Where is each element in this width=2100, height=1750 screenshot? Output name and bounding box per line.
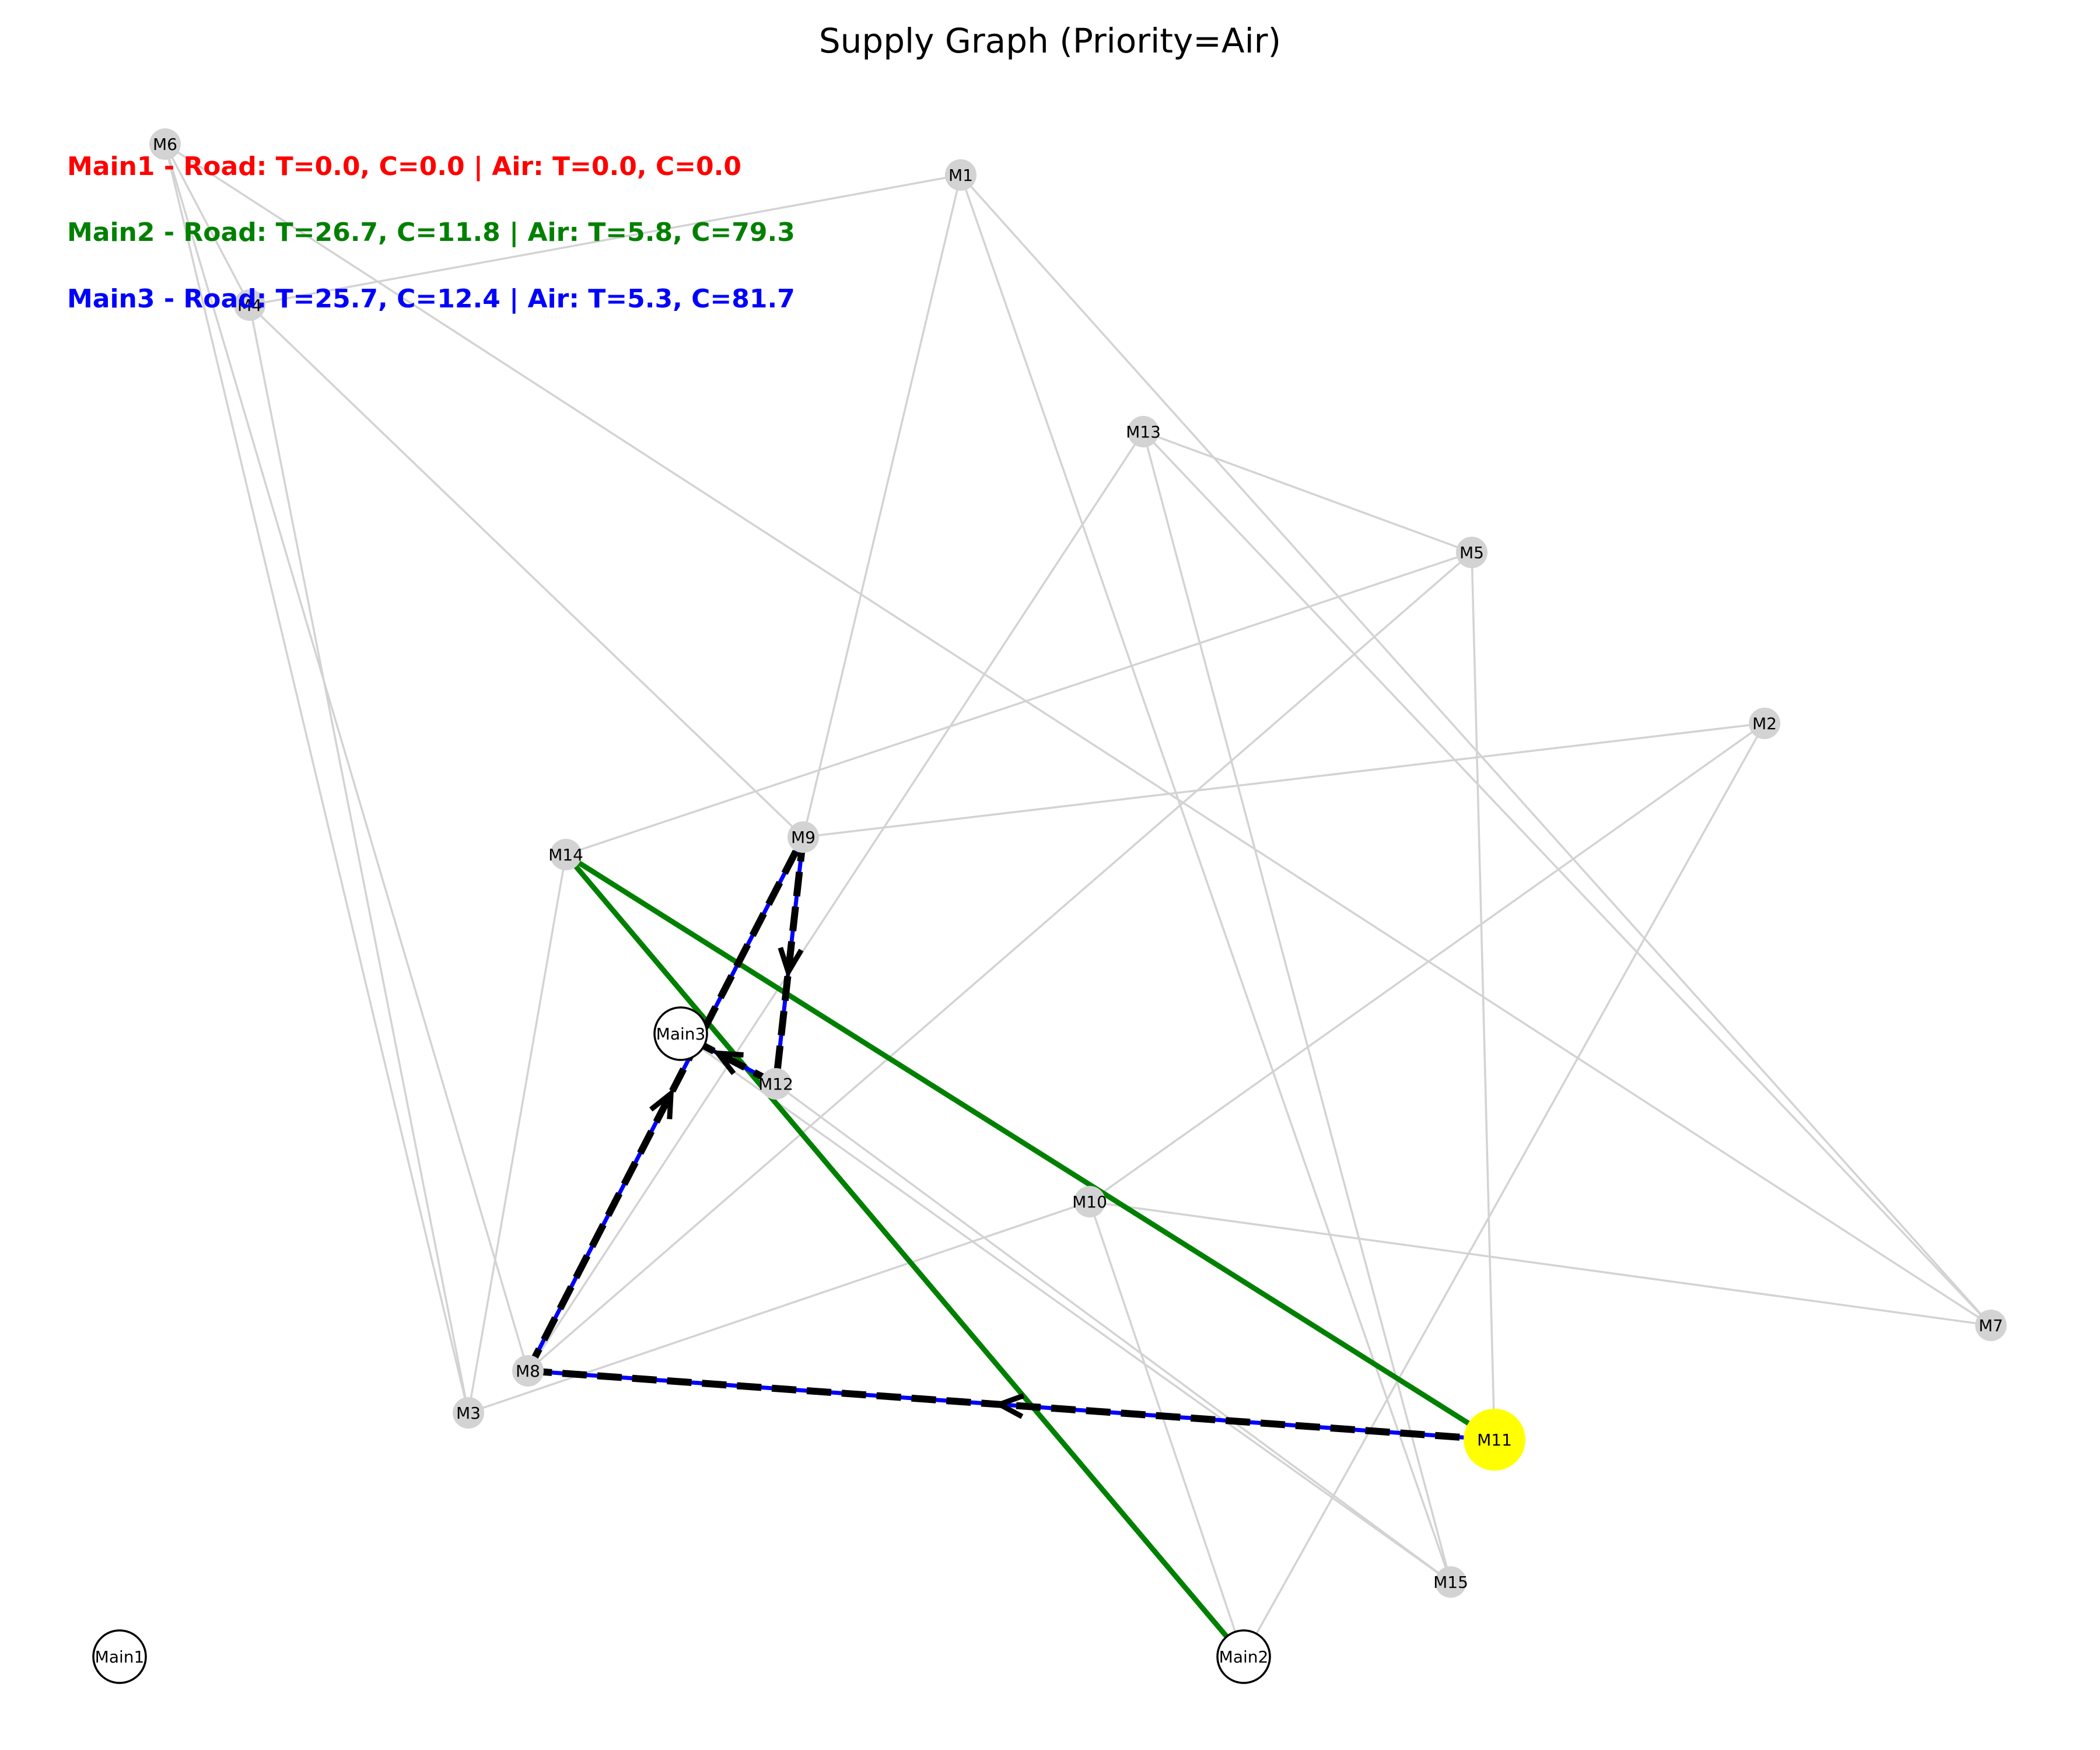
node-m9[interactable] bbox=[788, 821, 819, 853]
node-label-m7: M7 bbox=[1979, 1316, 2003, 1335]
node-m10[interactable] bbox=[1074, 1186, 1105, 1217]
node-m13[interactable] bbox=[1128, 416, 1159, 447]
node-m5[interactable] bbox=[1456, 537, 1488, 568]
node-m12[interactable] bbox=[760, 1068, 792, 1100]
node-label-m1: M1 bbox=[949, 166, 973, 185]
stat-main3: Main3 - Road: T=25.7, C=12.4 | Air: T=5.… bbox=[67, 284, 795, 314]
node-m6[interactable] bbox=[149, 128, 181, 160]
graph-title: Supply Graph (Priority=Air) bbox=[819, 21, 1281, 61]
edge-M2-M9 bbox=[803, 722, 1765, 838]
edge-Main3-M15 bbox=[680, 1032, 1452, 1583]
node-label-m3: M3 bbox=[456, 1404, 481, 1423]
nodes-layer: M1M2M3M4M5M6M7M8M9M10M11M12M13M14M15Main… bbox=[92, 128, 2007, 1684]
air-path-layer bbox=[524, 835, 1495, 1443]
node-label-m2: M2 bbox=[1752, 714, 1777, 733]
node-label-m4: M4 bbox=[237, 296, 262, 315]
node-label-main1: Main1 bbox=[95, 1647, 145, 1667]
stat-main2: Main2 - Road: T=26.7, C=11.8 | Air: T=5.… bbox=[67, 218, 795, 247]
node-m7[interactable] bbox=[1975, 1310, 2007, 1341]
node-label-m8: M8 bbox=[516, 1362, 540, 1381]
route-edge-M14-Main2 bbox=[564, 853, 1246, 1658]
edge-M13-M5 bbox=[1143, 430, 1472, 554]
edge-M2-M10 bbox=[1088, 722, 1766, 1203]
edge-M14-M3 bbox=[467, 854, 567, 1413]
node-label-m9: M9 bbox=[791, 828, 816, 847]
air-arrow-M9-M12 bbox=[778, 947, 804, 979]
node-label-m15: M15 bbox=[1433, 1573, 1468, 1592]
air-edge-M9-M12 bbox=[772, 836, 807, 1084]
node-label-m6: M6 bbox=[153, 135, 177, 154]
node-label-m14: M14 bbox=[548, 845, 583, 864]
edge-M4-M1 bbox=[249, 174, 961, 306]
edge-M5-M14 bbox=[565, 551, 1472, 856]
air-arrow-M8-M9 bbox=[649, 1087, 674, 1119]
edge-M10-M7 bbox=[1089, 1200, 1992, 1326]
air-edge-M11-M8 bbox=[527, 1367, 1495, 1443]
node-label-main3: Main3 bbox=[656, 1024, 706, 1044]
main-route-layer bbox=[564, 852, 1496, 1658]
node-label-main2: Main2 bbox=[1219, 1647, 1269, 1667]
edge-M10-M3 bbox=[468, 1200, 1090, 1414]
edge-M2-Main2 bbox=[1242, 723, 1766, 1657]
node-m11[interactable] bbox=[1464, 1409, 1525, 1471]
node-m1[interactable] bbox=[945, 159, 977, 191]
edge-M10-Main2 bbox=[1088, 1201, 1245, 1657]
air-arrow-M12-Main3 bbox=[712, 1050, 744, 1076]
node-main1[interactable] bbox=[92, 1629, 147, 1684]
edge-M13-M8 bbox=[527, 431, 1144, 1371]
node-m15[interactable] bbox=[1435, 1566, 1466, 1598]
edge-M1-M15 bbox=[960, 174, 1452, 1583]
node-m14[interactable] bbox=[550, 839, 582, 870]
air-edge-M8-M9 bbox=[524, 835, 807, 1373]
edge-M1-M9 bbox=[802, 174, 962, 838]
edge-M4-M9 bbox=[249, 304, 804, 838]
node-m8[interactable] bbox=[512, 1355, 544, 1387]
stat-main1: Main1 - Road: T=0.0, C=0.0 | Air: T=0.0,… bbox=[67, 152, 741, 181]
route-edge-M14-M11 bbox=[564, 852, 1496, 1442]
edge-M4-M3 bbox=[249, 304, 470, 1413]
node-main3[interactable] bbox=[653, 1006, 708, 1061]
node-label-m10: M10 bbox=[1072, 1192, 1107, 1212]
node-m4[interactable] bbox=[234, 289, 265, 321]
edges-layer bbox=[164, 143, 1992, 1657]
edge-M6-M3 bbox=[164, 144, 470, 1413]
edge-M6-M4 bbox=[164, 144, 251, 306]
edge-M13-M15 bbox=[1142, 431, 1452, 1583]
edge-M5-M11 bbox=[1471, 552, 1496, 1440]
node-main2[interactable] bbox=[1216, 1629, 1271, 1684]
stats-layer: Main1 - Road: T=0.0, C=0.0 | Air: T=0.0,… bbox=[67, 152, 795, 314]
node-label-m5: M5 bbox=[1460, 543, 1484, 562]
edge-M6-M8 bbox=[164, 144, 529, 1371]
node-m2[interactable] bbox=[1749, 708, 1780, 739]
node-m3[interactable] bbox=[453, 1397, 484, 1429]
edge-M12-M15 bbox=[775, 1083, 1452, 1583]
air-arrow-M11-M8 bbox=[993, 1393, 1025, 1419]
node-label-m13: M13 bbox=[1126, 422, 1161, 442]
edge-M5-M8 bbox=[527, 551, 1473, 1372]
edge-M6-M7 bbox=[164, 143, 1992, 1326]
node-label-m12: M12 bbox=[758, 1074, 793, 1094]
edge-M13-M7 bbox=[1142, 430, 1992, 1326]
node-label-m11: M11 bbox=[1477, 1430, 1512, 1450]
